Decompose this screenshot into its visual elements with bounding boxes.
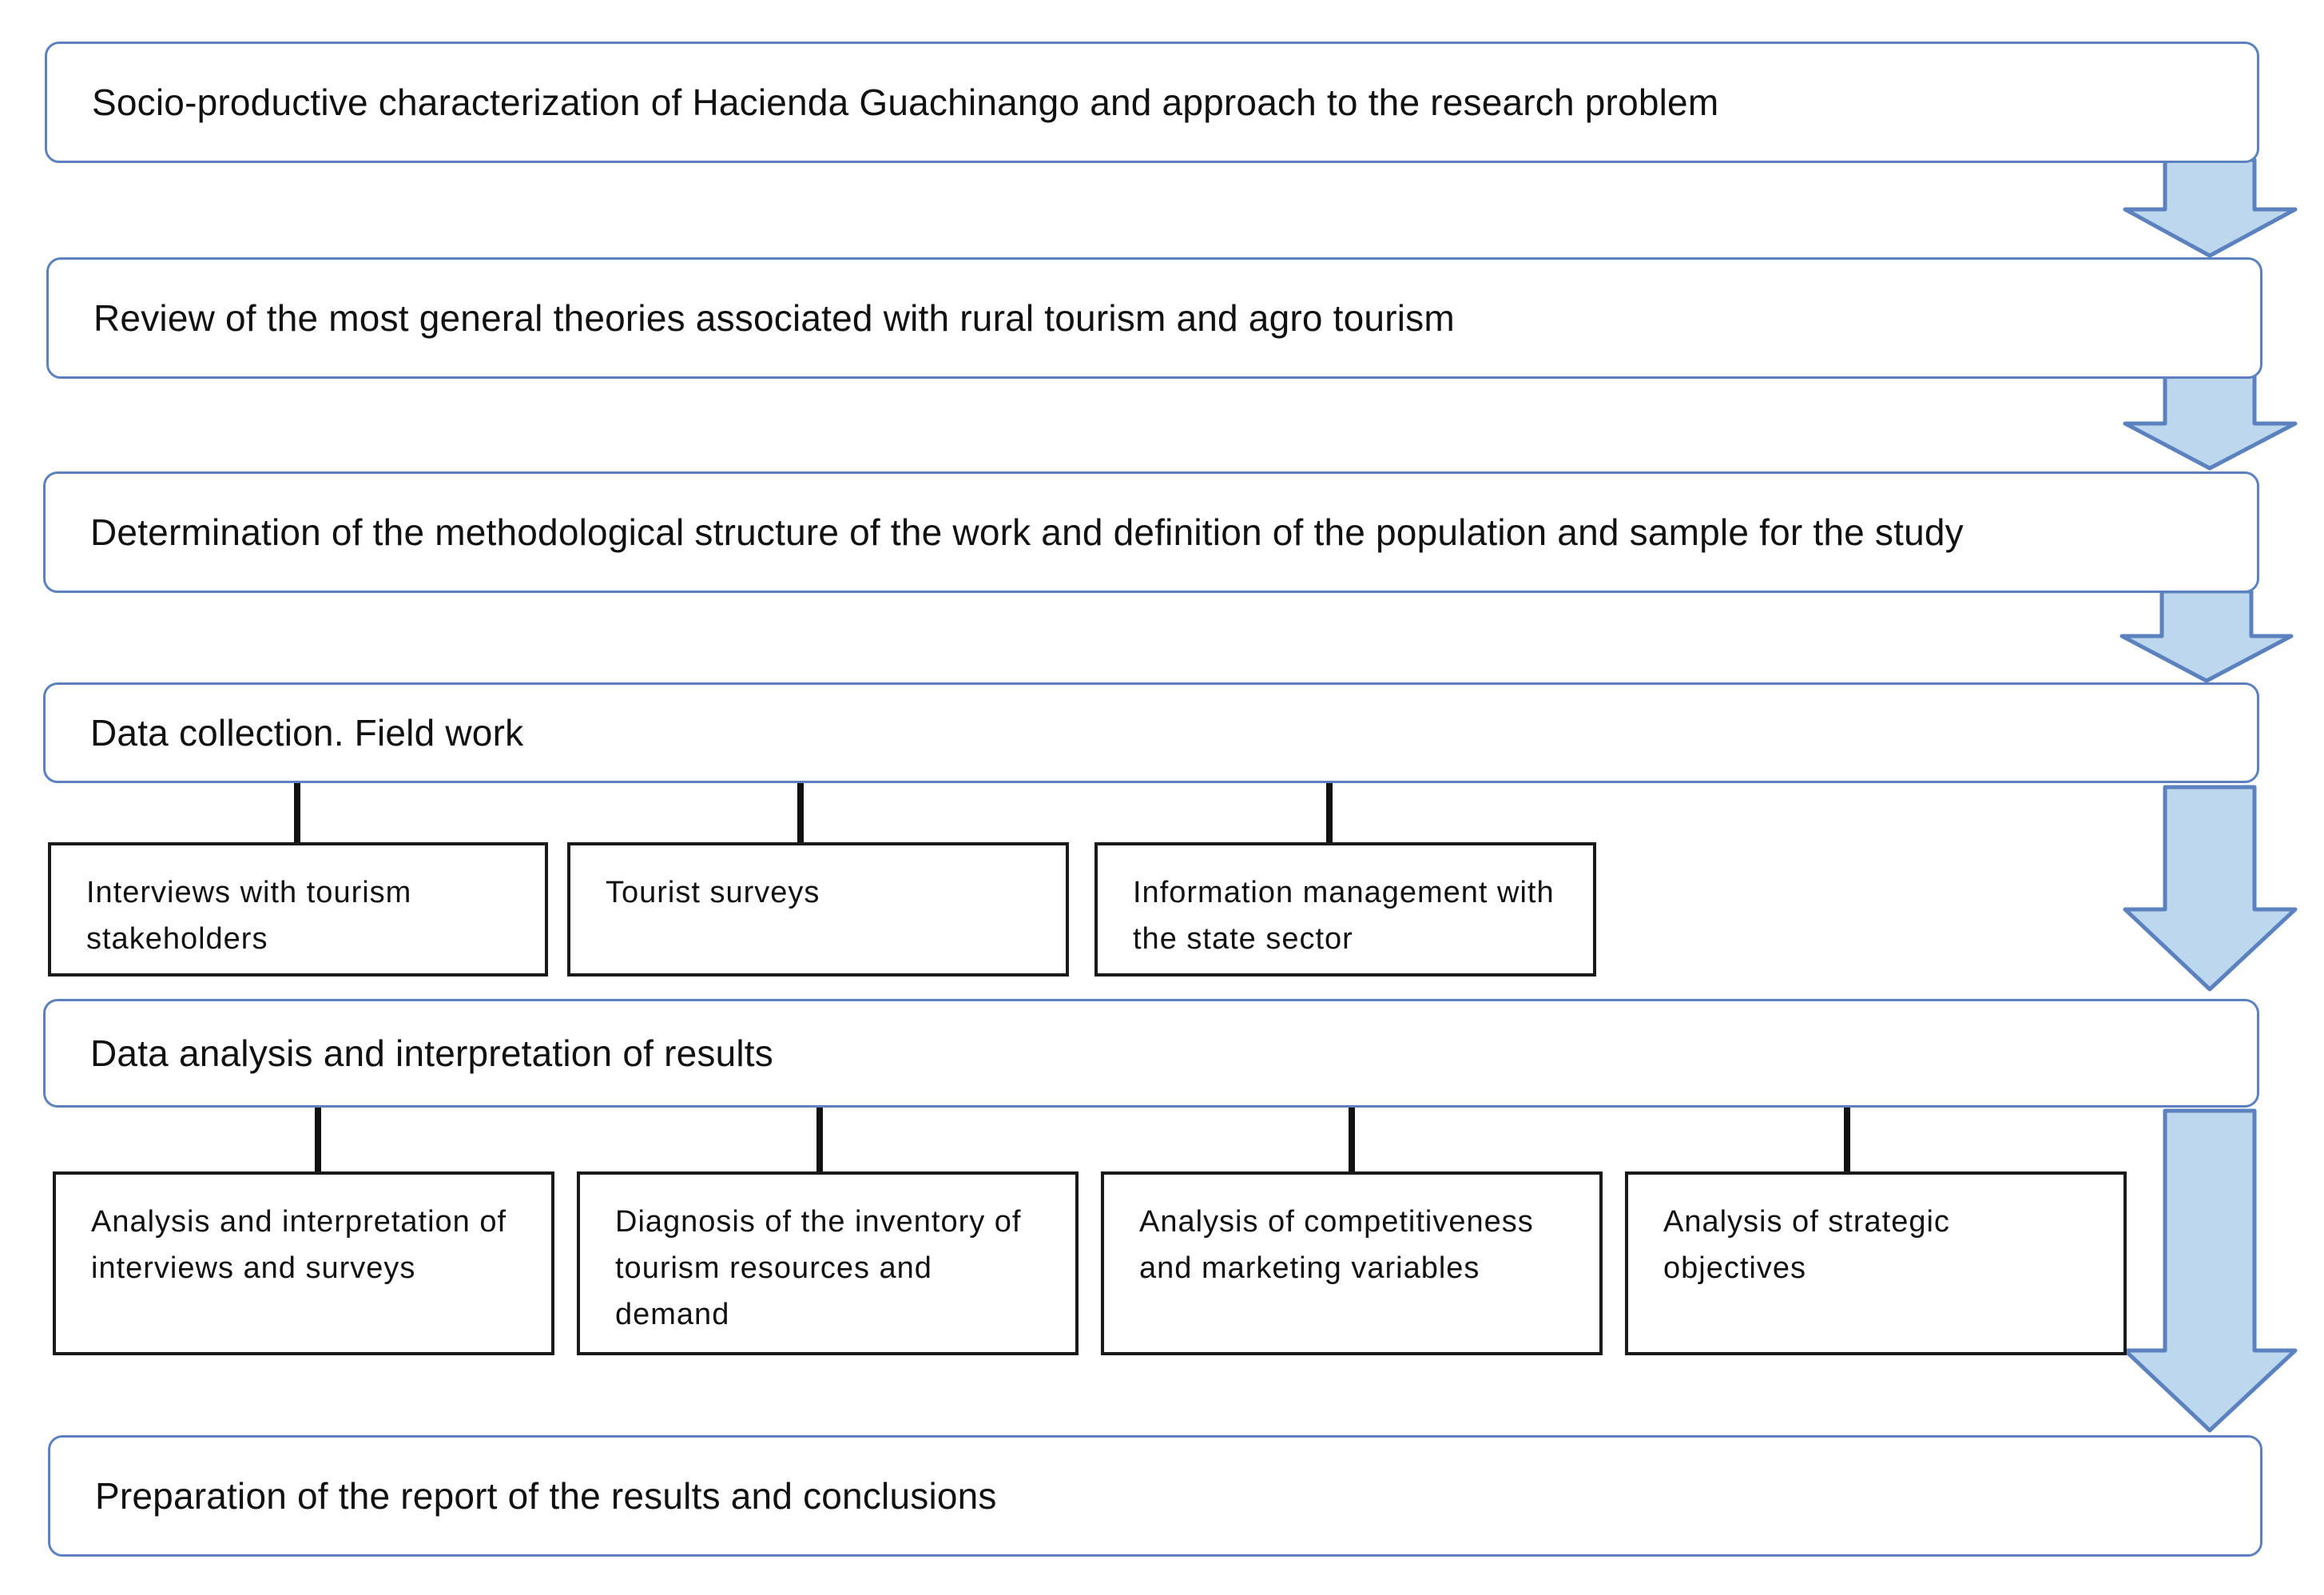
sub-box-label: Analysis of competitiveness and marketin… [1139, 1205, 1534, 1285]
sub-box-competitiveness-analysis: Analysis of competitiveness and marketin… [1101, 1171, 1603, 1355]
connector-line [816, 1104, 823, 1175]
stage-box-report: Preparation of the report of the results… [48, 1435, 2262, 1557]
sub-box-label: Analysis and interpretation of interview… [91, 1205, 507, 1285]
down-arrow-1 [2123, 157, 2298, 258]
down-arrow-2 [2123, 373, 2298, 471]
connector-line [294, 782, 300, 847]
sub-box-interview-analysis: Analysis and interpretation of interview… [53, 1171, 554, 1355]
sub-box-strategic-objectives: Analysis of strategic objectives [1625, 1171, 2127, 1355]
stage-label: Determination of the methodological stru… [90, 511, 1964, 553]
connector-line [797, 782, 804, 847]
sub-box-label: Interviews with tourism stakeholders [86, 876, 412, 956]
sub-box-label: Diagnosis of the inventory of tourism re… [615, 1205, 1022, 1331]
connector-line [1326, 782, 1333, 847]
stage-box-methodology: Determination of the methodological stru… [43, 471, 2259, 593]
sub-box-information-management: Information management with the state se… [1094, 842, 1596, 976]
down-arrow-4 [2123, 785, 2298, 992]
stage-label: Review of the most general theories asso… [93, 297, 1455, 339]
sub-box-inventory-diagnosis: Diagnosis of the inventory of tourism re… [577, 1171, 1079, 1355]
sub-box-interviews: Interviews with tourism stakeholders [48, 842, 548, 976]
down-arrow-3 [2119, 589, 2294, 683]
down-arrow-5 [2123, 1108, 2298, 1433]
stage-label: Preparation of the report of the results… [95, 1475, 997, 1517]
stage-box-data-analysis: Data analysis and interpretation of resu… [43, 999, 2259, 1108]
stage-label: Data analysis and interpretation of resu… [90, 1032, 773, 1074]
connector-line [315, 1104, 321, 1175]
sub-box-tourist-surveys: Tourist surveys [567, 842, 1069, 976]
stage-label: Data collection. Field work [90, 712, 524, 754]
stage-box-characterization: Socio-productive characterization of Hac… [45, 42, 2259, 163]
sub-box-label: Information management with the state se… [1133, 876, 1555, 956]
stage-box-data-collection: Data collection. Field work [43, 682, 2259, 783]
sub-box-label: Tourist surveys [606, 876, 820, 909]
stage-box-theory-review: Review of the most general theories asso… [46, 257, 2262, 379]
connector-line [1349, 1104, 1355, 1175]
connector-line [1844, 1104, 1850, 1175]
stage-label: Socio-productive characterization of Hac… [92, 82, 1719, 123]
sub-box-label: Analysis of strategic objectives [1663, 1205, 1950, 1285]
